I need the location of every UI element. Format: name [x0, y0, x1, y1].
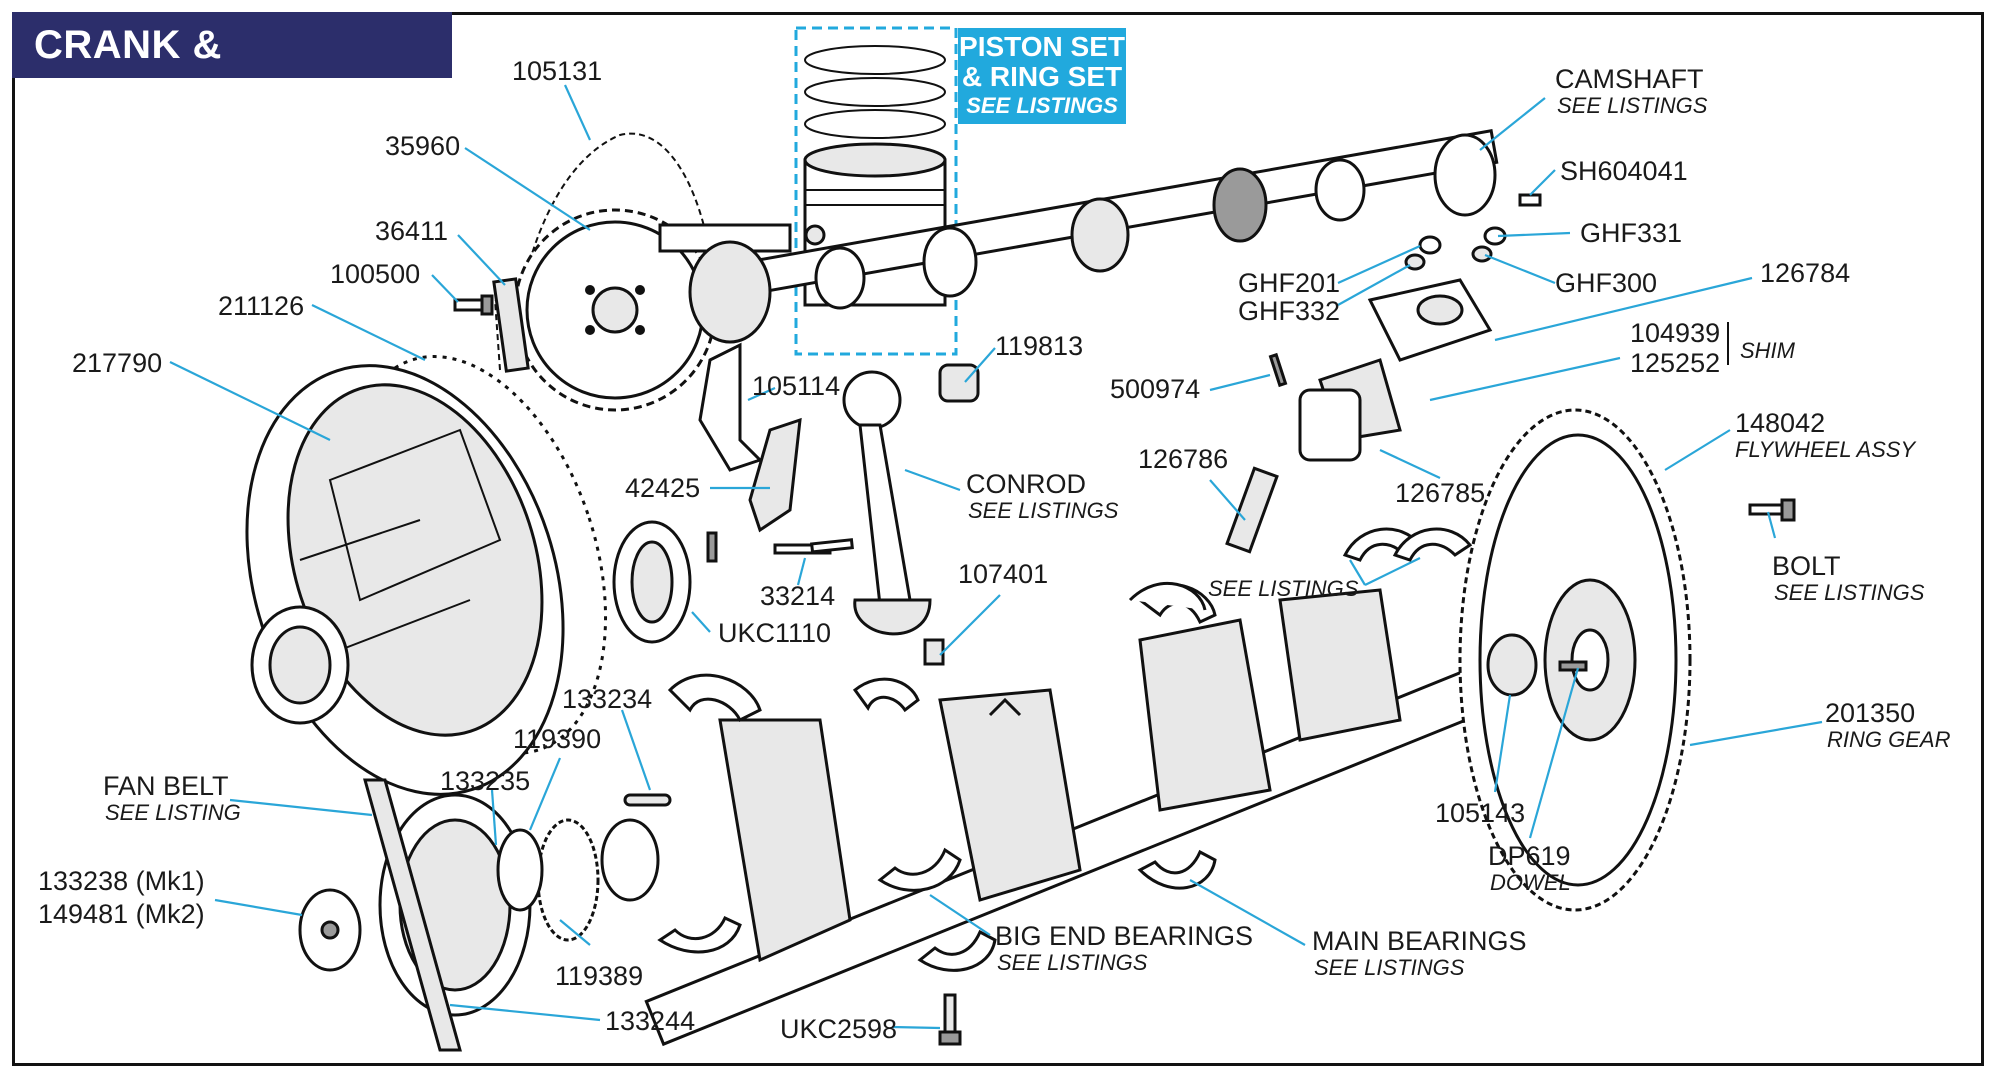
label-big-end-sub: SEE LISTINGS: [997, 950, 1148, 975]
label-105114: 105114: [752, 371, 840, 401]
piston-callout-line1: PISTON SET: [959, 31, 1125, 62]
flywheel-bolt: [1748, 498, 1796, 522]
label-ring-gear-sub: RING GEAR: [1827, 727, 1951, 752]
label-148042: 148042: [1735, 408, 1825, 438]
label-fan-belt-sub: SEE LISTING: [105, 800, 241, 825]
diagram-title: CRANK & CAMSHAFT: [12, 12, 452, 133]
oil-pump-drive: [1225, 278, 1493, 554]
label-33214: 33214: [760, 581, 835, 611]
label-dowel-sub: DOWEL: [1490, 870, 1571, 895]
label-bolt: BOLT: [1772, 551, 1841, 581]
label-211126: 211126: [218, 291, 304, 321]
label-main-bearings: MAIN BEARINGS: [1312, 926, 1527, 956]
diagram-frame: [12, 12, 1984, 1066]
conrod: [842, 363, 980, 666]
label-shim: SHIM: [1740, 338, 1796, 363]
label-ukc1110: UKC1110: [718, 618, 831, 648]
label-125252: 125252: [1630, 348, 1720, 378]
oil-seal: [612, 520, 692, 644]
piston-callout-line2: & RING SET: [961, 61, 1123, 92]
label-conrod-sub: SEE LISTINGS: [968, 498, 1119, 523]
label-ghf300: GHF300: [1555, 268, 1657, 298]
label-119813: 119813: [995, 331, 1083, 361]
piston-set-callout: PISTON SET & RING SET SEE LISTINGS: [958, 28, 1126, 124]
label-big-end: BIG END BEARINGS: [995, 921, 1253, 951]
label-126784: 126784: [1760, 258, 1850, 288]
label-camshaft: CAMSHAFT: [1555, 64, 1704, 94]
label-36411: 36411: [375, 216, 448, 246]
bolts-33214: [706, 531, 854, 563]
camshaft: [688, 129, 1499, 344]
thrust-bracket: [698, 342, 763, 472]
label-bolt-sub: SEE LISTINGS: [1774, 580, 1925, 605]
label-133235: 133235: [440, 766, 530, 796]
label-35960: 35960: [385, 131, 460, 161]
label-100500: 100500: [330, 259, 420, 289]
label-119389: 119389: [555, 961, 643, 991]
piston-callout-line3: SEE LISTINGS: [966, 93, 1118, 118]
label-ghf331: GHF331: [1580, 218, 1682, 248]
label-217790: 217790: [72, 348, 162, 378]
label-dp619: DP619: [1488, 841, 1571, 871]
spigot-bush: [1486, 633, 1538, 697]
part-labels: 105131 35960 36411 100500 211126 217790 …: [38, 56, 1951, 1044]
label-149481: 149481 (Mk2): [38, 899, 205, 929]
label-thrust-sub: SEE LISTINGS: [1208, 576, 1359, 601]
label-ghf332: GHF332: [1238, 296, 1340, 326]
flywheel: [1458, 408, 1692, 912]
label-ukc2598: UKC2598: [780, 1014, 897, 1044]
label-119390: 119390: [513, 724, 601, 754]
label-126785: 126785: [1395, 478, 1485, 508]
label-133244: 133244: [605, 1006, 695, 1036]
cam-sprocket: [513, 208, 717, 412]
label-133234: 133234: [562, 684, 652, 714]
leader-lines: [169, 84, 1823, 1030]
label-sh604041: SH604041: [1560, 156, 1688, 186]
label-fan-belt: FAN BELT: [103, 771, 229, 801]
label-42425: 42425: [625, 473, 700, 503]
crank-pulley: [298, 778, 672, 1052]
bearing-shells: [657, 527, 1473, 972]
label-133238: 133238 (Mk1): [38, 866, 205, 896]
label-500974: 500974: [1110, 374, 1200, 404]
label-201350: 201350: [1825, 698, 1915, 728]
label-ghf201: GHF201: [1238, 268, 1340, 298]
bolt-ukc2598: [938, 993, 962, 1046]
timing-cover: [245, 355, 608, 796]
label-conrod: CONROD: [966, 469, 1086, 499]
label-camshaft-sub: SEE LISTINGS: [1557, 93, 1708, 118]
label-104939: 104939: [1630, 318, 1720, 348]
label-107401: 107401: [958, 559, 1048, 589]
label-flywheel-sub: FLYWHEEL ASSY: [1735, 437, 1916, 462]
label-105143: 105143: [1435, 798, 1525, 828]
chain-tensioner: [492, 277, 530, 373]
label-main-bearings-sub: SEE LISTINGS: [1314, 955, 1465, 980]
label-105131: 105131: [512, 56, 602, 86]
bolt-100500: [453, 294, 494, 316]
label-126786: 126786: [1138, 444, 1228, 474]
plate-42425: [748, 417, 802, 533]
